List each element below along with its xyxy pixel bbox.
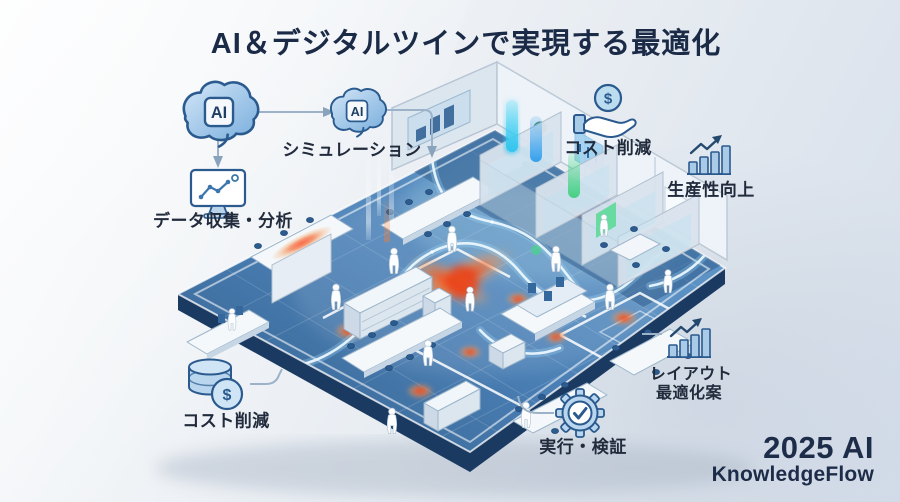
svg-text:$: $ (223, 387, 232, 404)
hand-coin-icon: $ (573, 83, 637, 138)
label-productivity: 生産性向上 (667, 180, 755, 200)
bar-chart-up-icon (685, 133, 733, 176)
coins-stack-icon: $ (188, 358, 244, 411)
floor-plan (155, 60, 755, 496)
branding-year: 2025 AI (763, 430, 874, 465)
page-title: AI＆デジタルツインで実現する最適化 (210, 28, 722, 60)
svg-text:$: $ (604, 91, 613, 108)
branding-text: 2025 AI KnowledgeFlow (711, 430, 874, 487)
brain-ai-icon: AI (182, 80, 260, 148)
label-layout-line2: 最適化案 (655, 385, 723, 402)
label-cost-reduction-top: コスト削減 (564, 138, 652, 158)
light-streaks (366, 138, 394, 242)
hologram-displays (504, 98, 616, 255)
walls-and-rooms (391, 60, 728, 288)
connector-arrows (213, 107, 662, 414)
label-simulation: シミュレーション (282, 140, 422, 160)
label-data-collection: データ収集・分析 (153, 211, 293, 231)
label-layout-line1: レイアウト (649, 366, 733, 383)
label-cost-reduction-bottom: コスト削減 (182, 411, 270, 431)
branding-name: KnowledgeFlow (711, 463, 874, 487)
svg-text:AI: AI (211, 104, 227, 122)
simulation-ai-icon: AI (330, 87, 387, 138)
furniture (186, 176, 695, 434)
label-execution: 実行・検証 (539, 437, 627, 457)
gear-check-icon (555, 388, 605, 438)
monitor-chart-icon (189, 168, 247, 219)
svg-text:AI: AI (351, 104, 364, 119)
